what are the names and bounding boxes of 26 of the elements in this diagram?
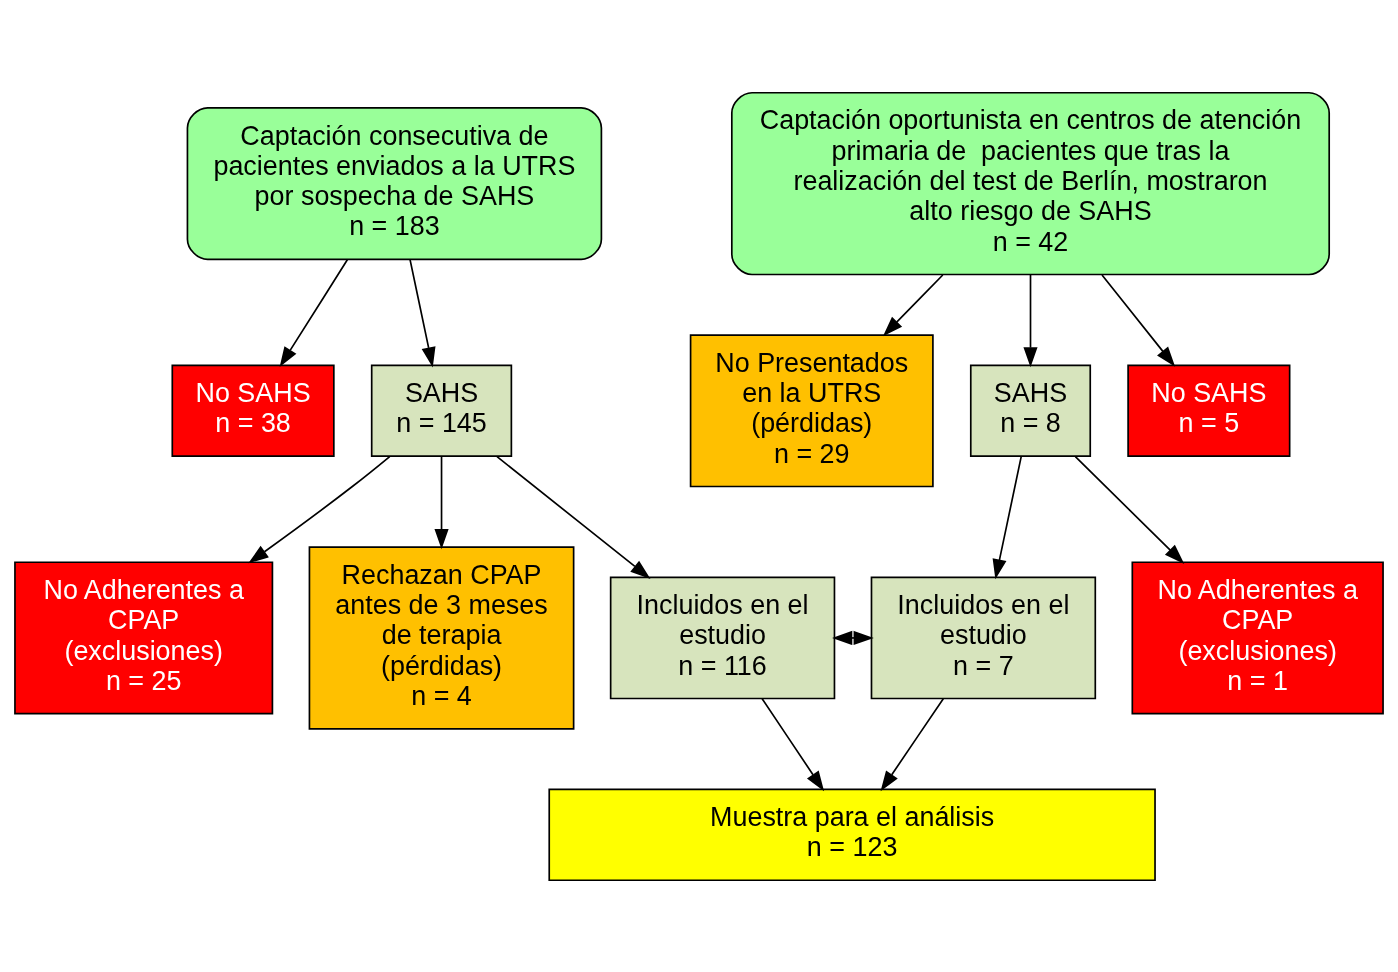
node-box: No Presentados en la UTRS (pérdidas) n = 29 [689, 333, 934, 487]
arrow [882, 273, 944, 336]
node-box: No SAHS n = 5 [1127, 364, 1291, 457]
arrow [1023, 273, 1038, 367]
node-box: SAHS n = 8 [969, 364, 1092, 457]
arrow [880, 697, 945, 791]
node-box: Rechazan CPAP antes de 3 meses de terapia (pérdidas) n = 4 [308, 545, 575, 730]
arrow [1074, 455, 1185, 564]
arrow [248, 455, 391, 563]
node-box: SAHS n = 145 [370, 364, 513, 457]
arrow [409, 258, 436, 367]
node-box: Captación oportunista en centros de atención primaria de pacientes que tras la realización del test de Berlín, mostraron alto riesgo de SAHS n = 42 [730, 91, 1331, 275]
node-box: Incluidos en el estudio n = 116 [609, 576, 836, 699]
node-box: Captación consecutiva de pacientes enviados a la UTRS por sospecha de SAHS n = 183 [186, 106, 603, 260]
node-box: Incluidos en el estudio n = 7 [870, 576, 1097, 699]
arrow [1101, 273, 1176, 367]
arrow [434, 455, 449, 549]
arrow [496, 455, 651, 579]
arrow [832, 630, 874, 645]
node-box: No SAHS n = 38 [171, 364, 335, 457]
arrow [279, 258, 349, 367]
node-box: Muestra para el análisis n = 123 [548, 788, 1156, 881]
arrow [992, 455, 1023, 579]
arrow [761, 697, 825, 791]
node-box: No Adherentes a CPAP (exclusiones) n = 1 [1131, 560, 1384, 714]
node-box: No Adherentes a CPAP (exclusiones) n = 25 [14, 560, 274, 714]
